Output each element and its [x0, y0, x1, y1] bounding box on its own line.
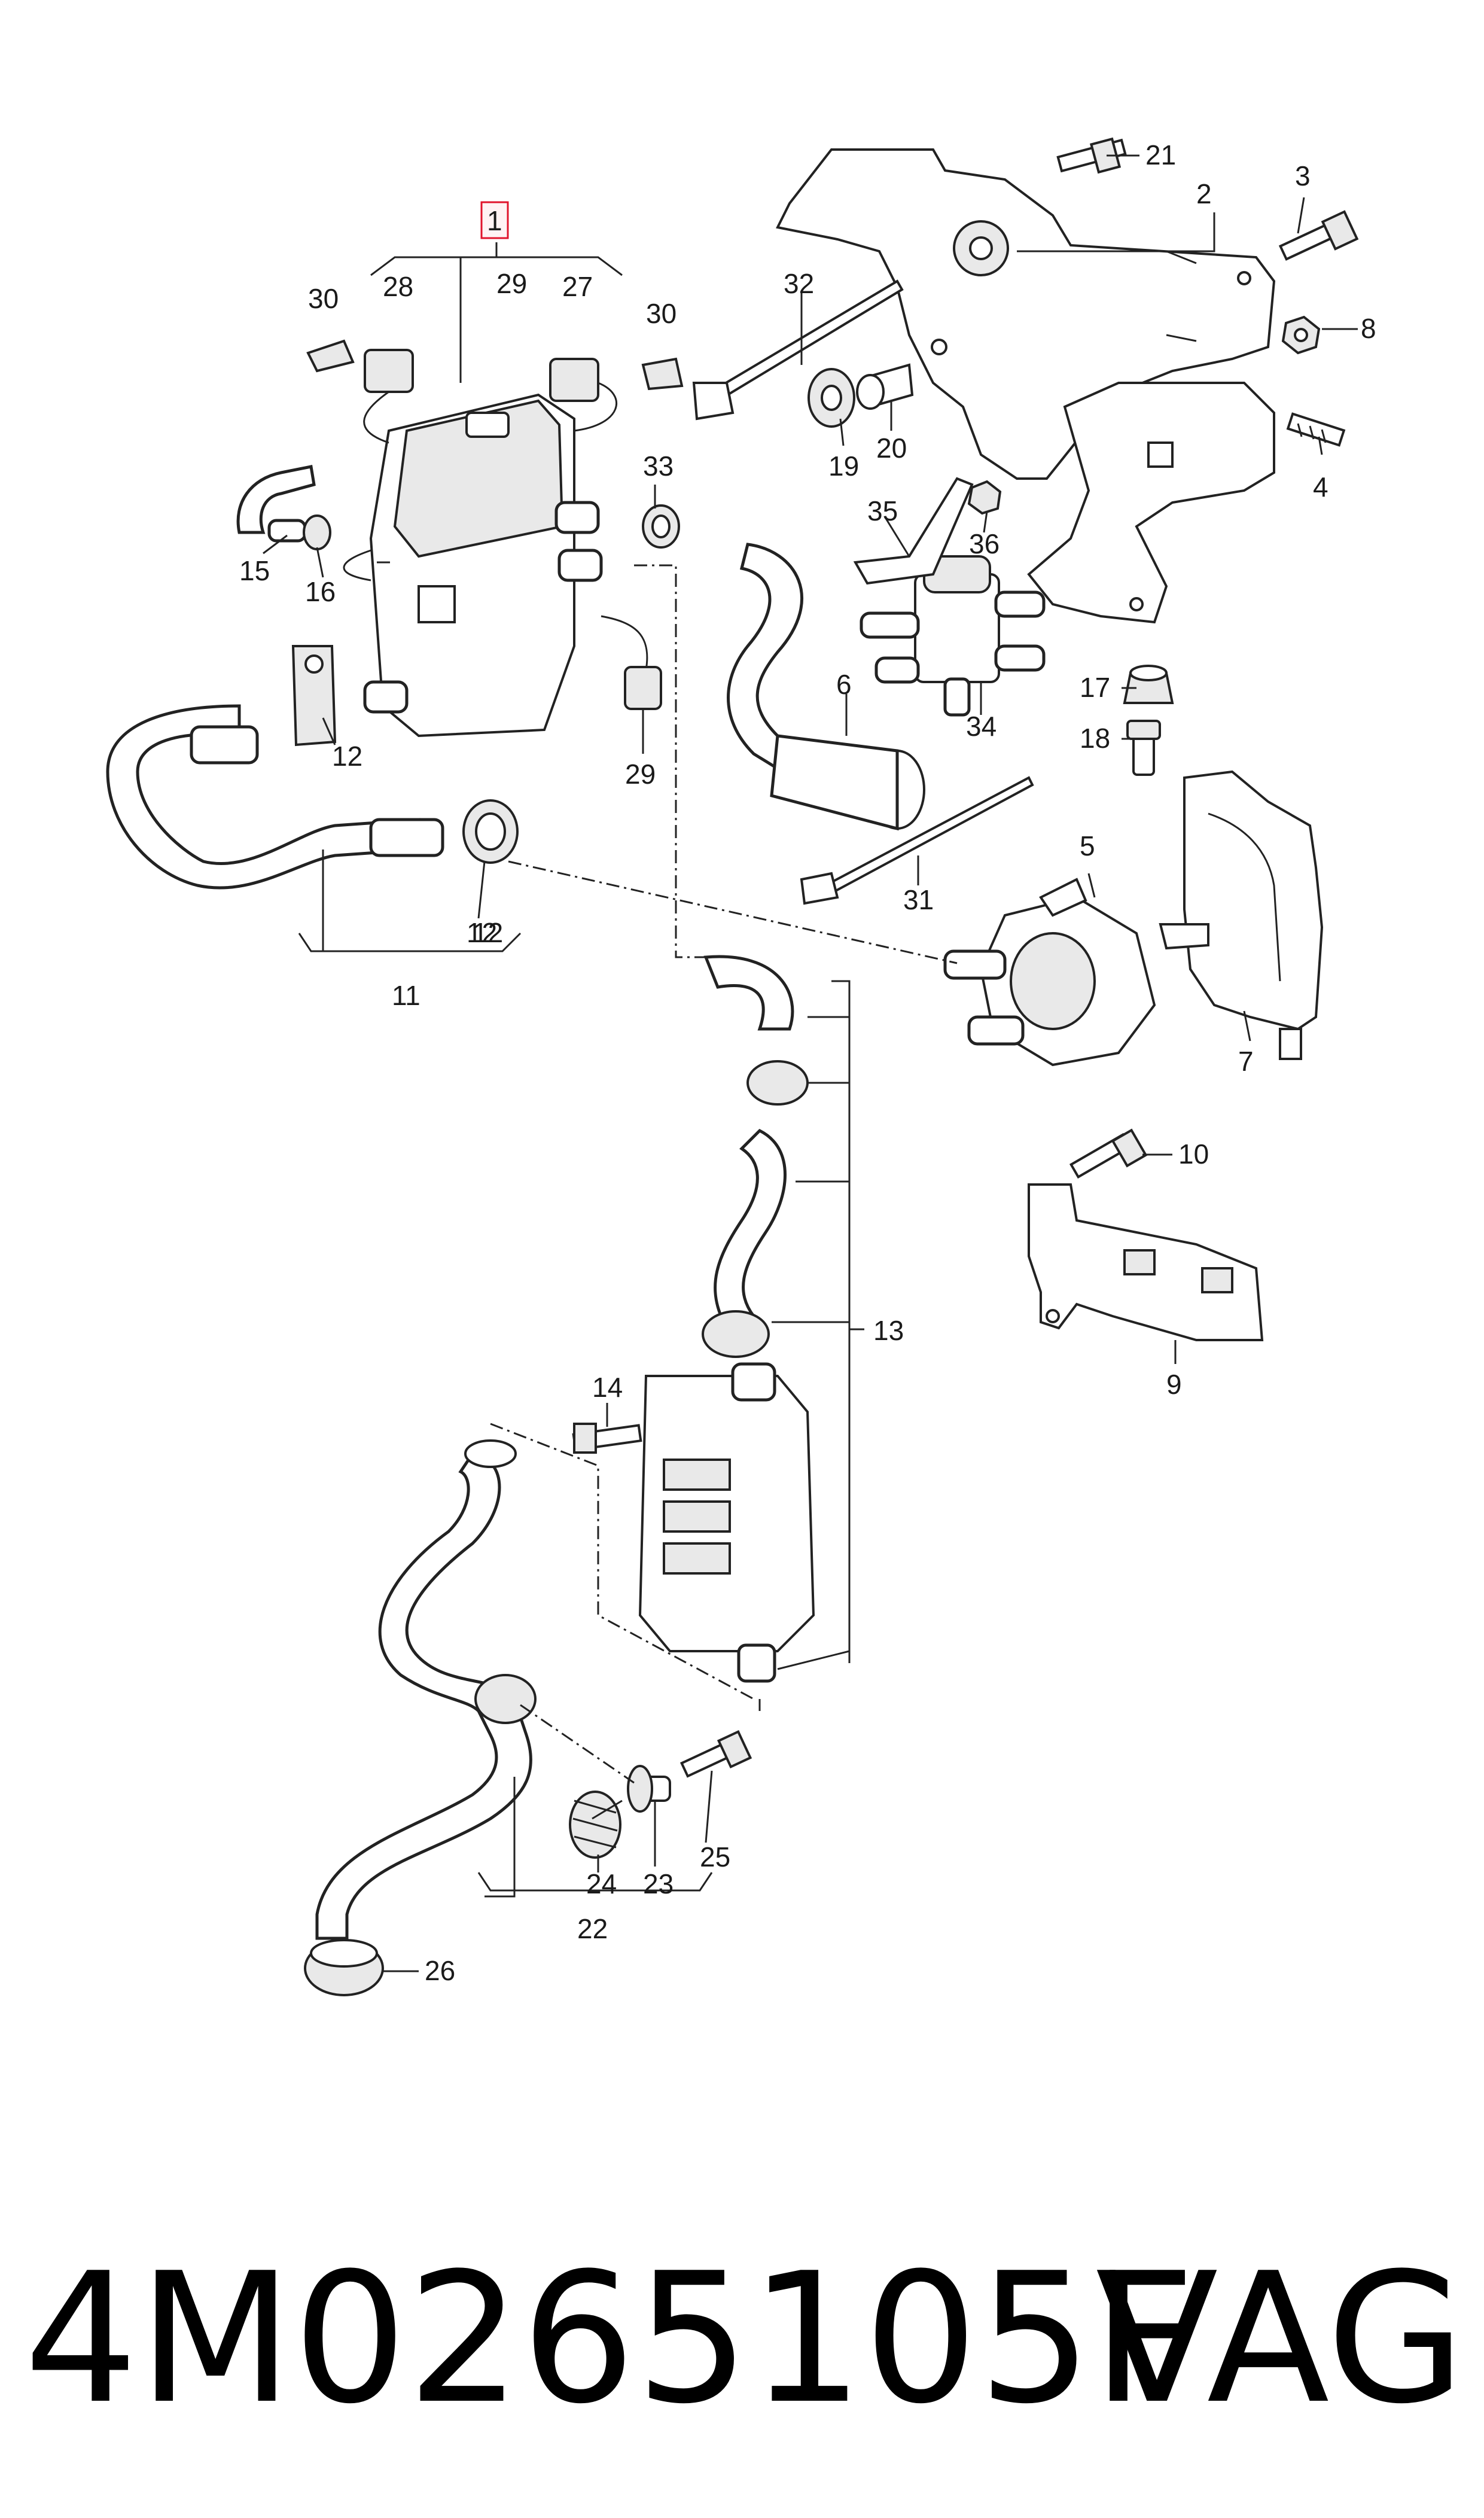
clamp-33: [642, 504, 680, 549]
fitting-23: [627, 1765, 671, 1813]
nut-36: [967, 480, 1002, 515]
hose-22: [315, 1439, 537, 1940]
label-23: 23: [643, 1868, 674, 1899]
buffer-17: [1123, 665, 1174, 704]
clip-30-right: [641, 357, 684, 391]
label-12c: 12: [473, 917, 503, 948]
label-28: 28: [383, 271, 413, 302]
label-12b: 12: [467, 917, 497, 948]
cable-tie-32: [692, 279, 904, 421]
coolant-pump-5: [943, 878, 1156, 1067]
clip-16: [303, 514, 331, 550]
label-2: 2: [1196, 178, 1212, 209]
grommet-24: [569, 1791, 621, 1859]
label-35: 35: [867, 495, 898, 526]
leader-lines: [263, 154, 1358, 1972]
sensor-29: [601, 615, 662, 710]
changeover-valve-34: [860, 555, 1046, 717]
label-29b: 29: [625, 759, 656, 790]
label-7: 7: [1238, 1046, 1254, 1077]
label-11: 11: [392, 980, 420, 1011]
label-16: 16: [305, 576, 336, 607]
label-30b: 30: [646, 298, 677, 329]
connector-27: [549, 358, 617, 432]
label-6: 6: [836, 669, 852, 700]
mounting-bracket: [776, 148, 1276, 480]
label-10: 10: [1178, 1138, 1209, 1170]
label-12a: 12: [332, 741, 362, 772]
part-number: 4M0265105F: [24, 2234, 1196, 2443]
reservoir: [638, 1362, 815, 1683]
label-18: 18: [1080, 723, 1110, 754]
clamp-12-lower: [462, 799, 519, 864]
stud-4: [1286, 412, 1346, 447]
highlight-box-1: [480, 201, 509, 239]
bracket-9: [1028, 1183, 1264, 1341]
label-31: 31: [903, 884, 934, 915]
bolt-3: [1278, 210, 1359, 261]
label-9: 9: [1166, 1369, 1182, 1400]
label-1: 1: [487, 205, 502, 236]
label-30a: 30: [308, 283, 339, 314]
hose-15: [236, 465, 316, 543]
label-5: 5: [1080, 830, 1095, 861]
label-14: 14: [592, 1372, 623, 1403]
label-17: 17: [1080, 672, 1110, 703]
bolt-25: [679, 1730, 752, 1778]
label-27: 27: [562, 271, 593, 302]
label-32: 32: [784, 268, 814, 299]
grommet-26: [304, 1939, 384, 1996]
label-26: 26: [425, 1955, 455, 1986]
part-labels: 1 2 3 4 5 6 7 8 9 10 11 12 12 12 13 14 1…: [239, 139, 1376, 1986]
hose-6: [727, 543, 925, 831]
hose-13: [702, 955, 809, 1358]
heat-shield-7: [1159, 770, 1324, 1060]
label-24: 24: [586, 1868, 617, 1899]
label-3: 3: [1295, 160, 1311, 191]
cable-tie-31: [800, 776, 1034, 905]
hose-11: [106, 704, 444, 890]
bolt-10: [1069, 1128, 1148, 1179]
label-8: 8: [1361, 313, 1376, 344]
grommet-19: [807, 368, 855, 428]
parts-diagram: 1 2 3 4 5 6 7 8 9 10 11 12 12 12 13 14 1…: [106, 137, 1376, 1996]
bolt-21: [1056, 137, 1127, 174]
bolt-14: [572, 1423, 642, 1454]
label-33: 33: [643, 450, 674, 482]
spacer-20: [856, 363, 914, 410]
auxiliary-heater-1: [343, 393, 603, 738]
label-34: 34: [966, 711, 997, 742]
label-20: 20: [876, 433, 907, 464]
nut-8: [1281, 315, 1321, 355]
label-21: 21: [1145, 139, 1176, 170]
label-36: 36: [969, 528, 1000, 559]
label-29a: 29: [496, 268, 527, 299]
label-4: 4: [1313, 471, 1328, 503]
label-22: 22: [577, 1913, 608, 1944]
label-19: 19: [828, 450, 859, 482]
bolt-18: [1126, 720, 1161, 776]
lower-bracket-arm: [1027, 382, 1275, 624]
clip-30-left: [306, 339, 355, 373]
label-25: 25: [700, 1841, 730, 1872]
brand-name: VAG: [1095, 2234, 1465, 2443]
connector-28: [363, 349, 414, 444]
part-number-caption: 4M0265105F VAG: [24, 2213, 1471, 2465]
label-13: 13: [873, 1315, 904, 1346]
label-15: 15: [239, 555, 270, 586]
